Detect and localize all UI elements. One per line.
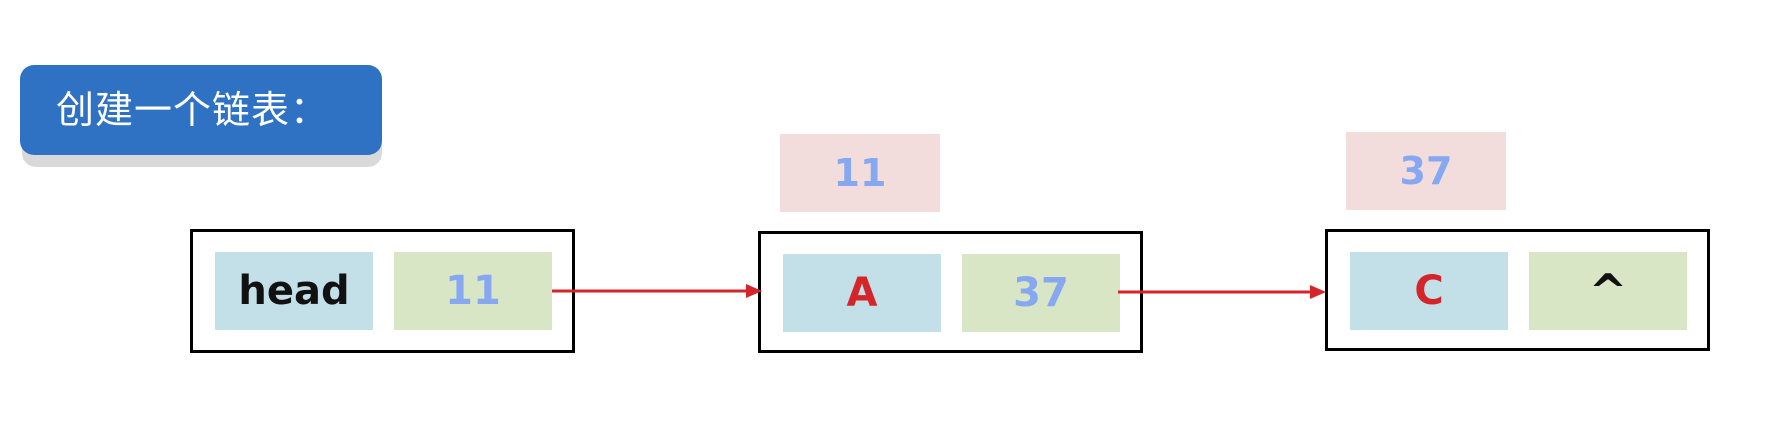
node-c-data-cell: C: [1350, 252, 1508, 330]
diagram-title: 创建一个链表：: [20, 65, 382, 155]
node-a-data-cell: A: [783, 254, 941, 332]
node-a: A 37: [758, 231, 1143, 353]
node-c: C ^: [1325, 229, 1710, 351]
head-node: head 11: [190, 229, 575, 353]
node-c-null-cell: ^: [1529, 252, 1687, 330]
node-a-address-tag: 11: [780, 134, 940, 212]
arrow-head-to-a: [552, 284, 762, 298]
head-pointer-cell: 11: [394, 252, 552, 330]
head-label-cell: head: [215, 252, 373, 330]
arrow-a-to-c: [1118, 285, 1326, 299]
node-c-address-tag: 37: [1346, 132, 1506, 210]
node-a-next-cell: 37: [962, 254, 1120, 332]
